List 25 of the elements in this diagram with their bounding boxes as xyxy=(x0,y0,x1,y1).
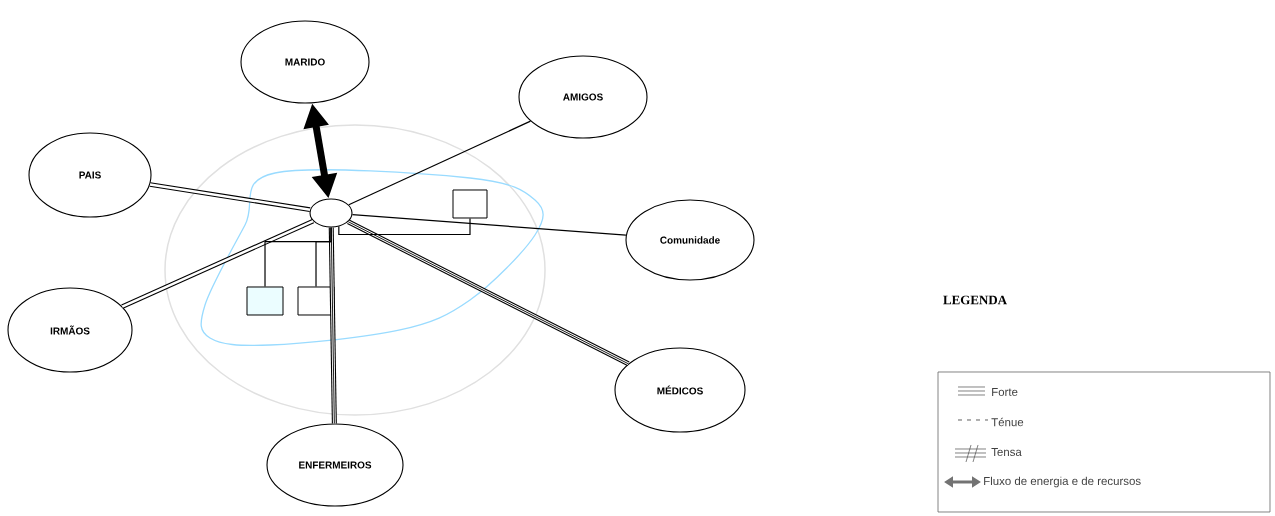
ellipse-node: MÉDICOS xyxy=(614,347,746,433)
ellipse-node: Comunidade xyxy=(625,199,755,281)
legend-text: Tensa xyxy=(991,448,1022,456)
household-outline xyxy=(200,169,544,347)
legend-text: Forte xyxy=(992,388,1018,396)
ellipse-node: MARIDO xyxy=(240,20,370,104)
connector-line xyxy=(338,217,471,236)
connector-line xyxy=(348,120,532,206)
legend-text: Ténue xyxy=(991,417,1024,427)
connector-line xyxy=(315,226,332,288)
circle xyxy=(164,124,546,416)
connector-line xyxy=(121,218,314,309)
connector-line xyxy=(347,219,630,367)
connector-line xyxy=(351,214,627,236)
ellipse-node: PAIS xyxy=(28,132,152,218)
square xyxy=(452,189,488,219)
connector-line xyxy=(328,227,337,424)
circle xyxy=(309,198,353,228)
square xyxy=(246,286,284,316)
connector-line xyxy=(149,182,311,212)
ellipse-node: IRMÃOS xyxy=(7,287,133,373)
legend-heading: LEGENDA xyxy=(943,295,1007,305)
ellipse-node: AMIGOS xyxy=(518,55,648,139)
legend-text: Fluxo de energia e de recursos xyxy=(984,476,1141,488)
ellipse-node: ENFERMEIROS xyxy=(266,423,404,507)
